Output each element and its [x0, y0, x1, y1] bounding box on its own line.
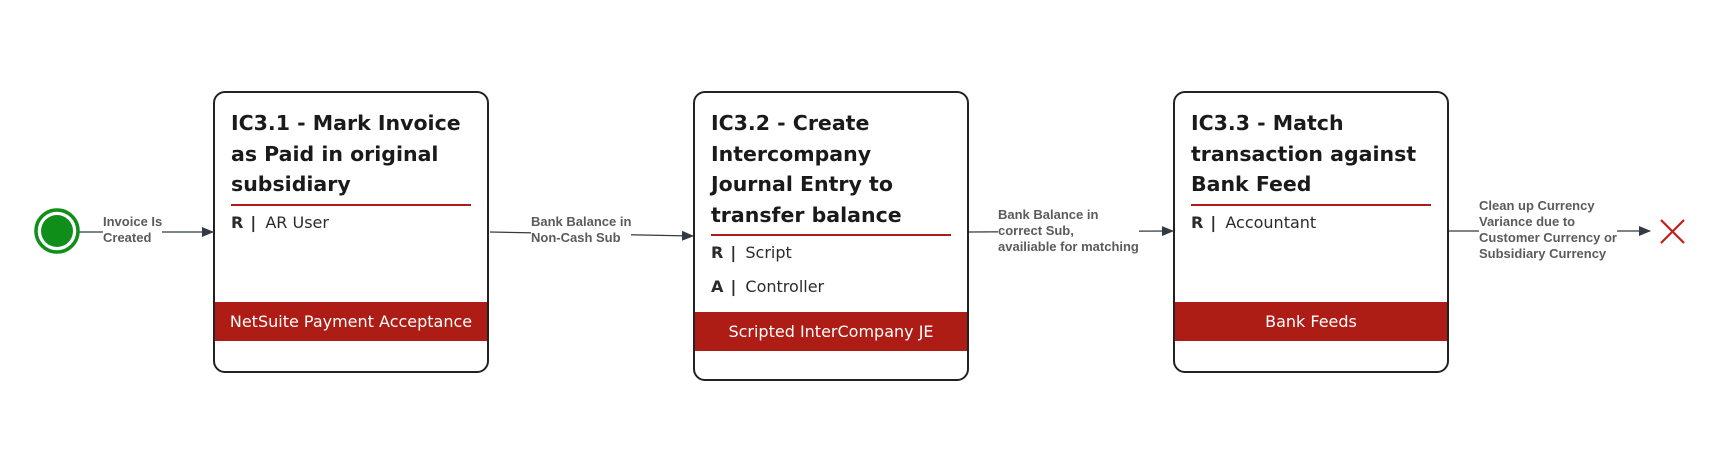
- start-event-inner-icon: [41, 215, 73, 247]
- connector-label-invoice-created: Invoice Is Created: [103, 214, 163, 246]
- raci-code: R: [1191, 212, 1204, 232]
- step-title: IC3.2 - Create Intercompany Journal Entr…: [711, 108, 951, 236]
- step-title: IC3.3 - Match transaction against Bank F…: [1191, 108, 1431, 206]
- raci-role-row: R | AR User: [231, 206, 471, 240]
- raci-separator: |: [250, 212, 257, 232]
- step-title: IC3.1 - Mark Invoice as Paid in original…: [231, 108, 471, 206]
- raci-code: A: [711, 277, 724, 296]
- system-bar: NetSuite Payment Acceptance: [215, 302, 487, 341]
- connector-label-currency-cleanup: Clean up Currency Variance due to Custom…: [1479, 198, 1617, 262]
- raci-code: R: [711, 243, 724, 262]
- raci-role-row: R | Script: [711, 236, 951, 270]
- system-bar: Bank Feeds: [1175, 302, 1447, 341]
- raci-separator: |: [1210, 212, 1217, 232]
- raci-separator: |: [730, 277, 737, 296]
- connector-label-bank-balance-non-cash: Bank Balance in Non-Cash Sub: [531, 214, 632, 246]
- raci-role-row: R | Accountant: [1191, 206, 1431, 240]
- role-name: AR User: [265, 212, 329, 232]
- connector-label-bank-balance-correct-sub: Bank Balance in correct Sub, availiable …: [998, 207, 1139, 255]
- end-event-x-icon-stroke: [1660, 219, 1685, 244]
- raci-code: R: [231, 212, 244, 232]
- end-event[interactable]: [1660, 219, 1685, 244]
- process-step-ic3-3[interactable]: IC3.3 - Match transaction against Bank F…: [1173, 91, 1449, 373]
- system-bar: Scripted InterCompany JE: [695, 312, 967, 351]
- role-name: Accountant: [1225, 212, 1317, 232]
- raci-separator: |: [730, 243, 737, 262]
- process-step-ic3-1[interactable]: IC3.1 - Mark Invoice as Paid in original…: [213, 91, 489, 373]
- start-event[interactable]: [34, 208, 80, 254]
- role-name: Script: [745, 243, 792, 262]
- role-name: Controller: [745, 277, 825, 296]
- raci-role-row: A | Controller: [711, 270, 951, 304]
- process-step-ic3-2[interactable]: IC3.2 - Create Intercompany Journal Entr…: [693, 91, 969, 381]
